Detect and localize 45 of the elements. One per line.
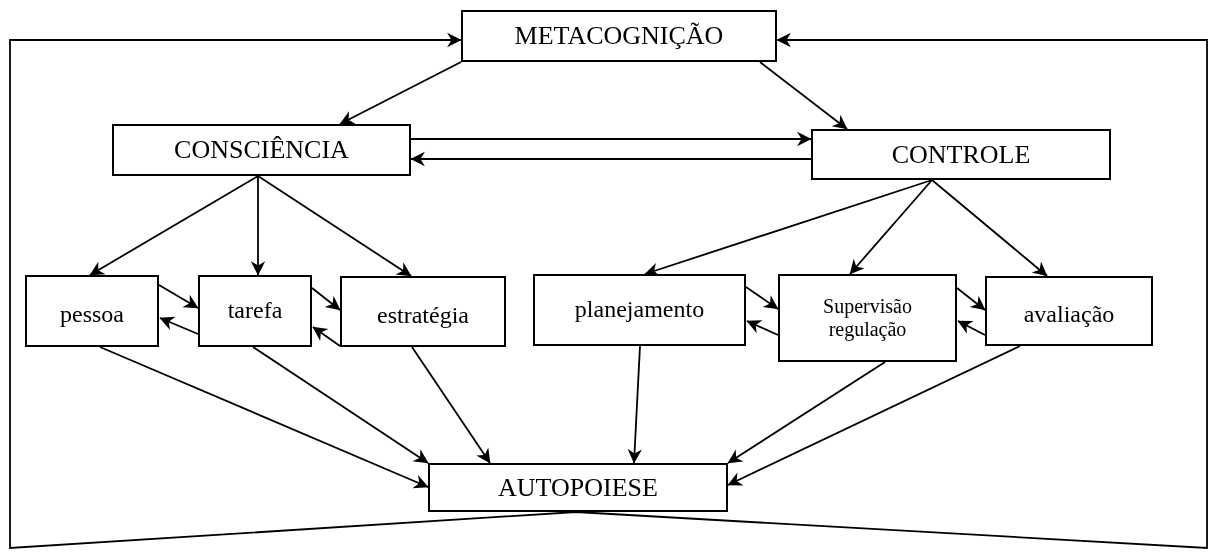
- concept-label: Supervisão regulação: [822, 295, 913, 341]
- concept-box: [340, 276, 506, 347]
- arrow: [89, 175, 259, 276]
- concept-label: avaliação: [1023, 301, 1115, 329]
- concept-label: CONTROLE: [891, 139, 1031, 170]
- feedback-arrow: [9, 32, 1208, 549]
- arrow: [759, 61, 848, 130]
- arrow: [849, 179, 933, 275]
- concept-label: pessoa: [60, 301, 124, 329]
- arrow: [99, 346, 429, 489]
- arrow: [627, 345, 642, 464]
- concept-label: estratégia: [377, 301, 469, 330]
- arrow: [312, 326, 341, 347]
- arrow: [311, 287, 341, 311]
- arrow: [956, 287, 986, 311]
- arrow: [957, 320, 986, 336]
- concept-box: [533, 274, 746, 346]
- concept-label: tarefa: [227, 297, 283, 325]
- arrow: [410, 131, 812, 147]
- arrow: [339, 61, 462, 125]
- concept-label: planejamento: [574, 296, 705, 324]
- arrow: [644, 179, 933, 277]
- concept-label: AUTOPOIESE: [498, 472, 658, 503]
- arrow: [746, 320, 779, 336]
- arrow: [931, 179, 1048, 277]
- arrow: [411, 346, 491, 464]
- concept-box: [198, 275, 312, 347]
- concept-box: [778, 274, 957, 362]
- arrow: [158, 284, 199, 309]
- concept-box: [25, 275, 159, 347]
- concept-box: [811, 129, 1111, 180]
- concept-box: [985, 276, 1153, 346]
- arrow: [159, 316, 199, 335]
- concept-box: [461, 10, 777, 62]
- concept-box: [428, 463, 728, 512]
- concept-label: METACOGNIÇÃO: [514, 21, 724, 51]
- concept-box: [112, 124, 411, 176]
- arrow: [745, 286, 779, 310]
- arrow: [727, 345, 1021, 486]
- arrow: [257, 175, 412, 277]
- concept-label: CONSCIÊNCIA: [174, 135, 349, 165]
- arrow: [410, 151, 812, 167]
- arrow: [252, 346, 429, 464]
- arrow: [250, 175, 266, 276]
- arrow: [727, 361, 886, 464]
